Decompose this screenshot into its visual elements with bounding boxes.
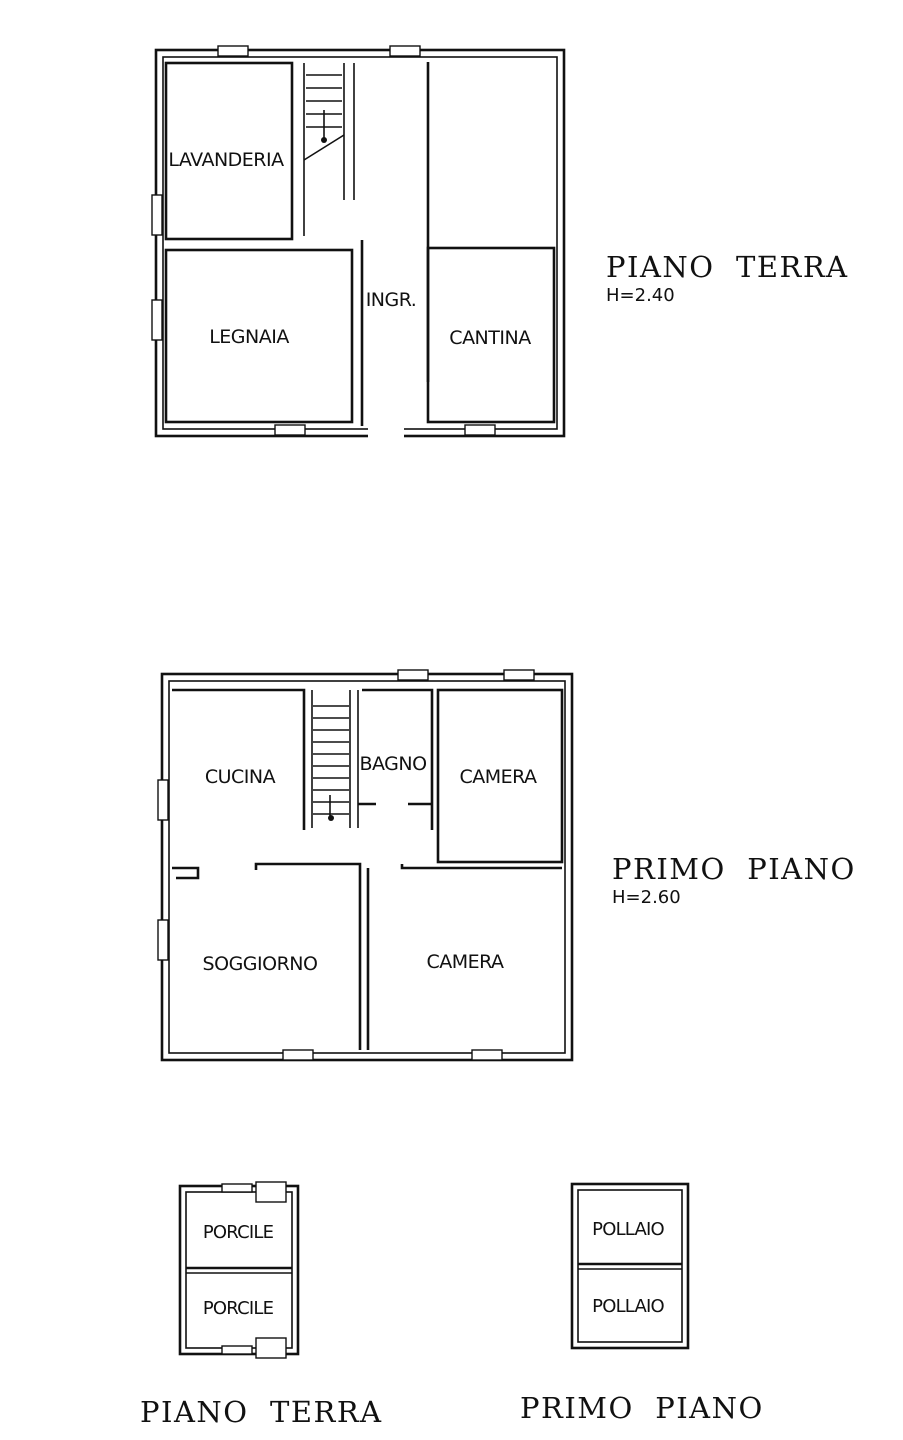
first-floor-title: PRIMO PIANO: [612, 852, 856, 886]
room-label-ingresso: INGR.: [366, 289, 417, 311]
annex-first-title: PRIMO PIANO: [520, 1391, 764, 1425]
legnaia-walls: [164, 248, 354, 424]
window: [397, 669, 429, 681]
room-label-cantina: CANTINA: [449, 327, 531, 349]
staircase: [311, 690, 359, 828]
first-floor-plan: CUCINA BAGNO CAMERA SOGGIORNO CAMERA: [157, 669, 574, 1062]
ground-floor-title: PIANO TERRA: [606, 250, 849, 284]
window: [274, 424, 306, 436]
room-label-camera-bottom: CAMERA: [426, 951, 504, 973]
annex-first-inner: [577, 1189, 683, 1343]
cantina-walls: [426, 246, 556, 424]
window: [217, 45, 249, 57]
annex-first-outer: [570, 1182, 690, 1350]
entrance-opening: [368, 426, 404, 440]
window: [157, 919, 169, 961]
ground-inner-wall: [162, 56, 558, 430]
ground-outer-wall: [154, 48, 566, 438]
window: [464, 424, 496, 436]
first-outer-wall: [160, 672, 574, 1062]
window: [151, 299, 163, 341]
ground-floor-height: H=2.40: [606, 285, 675, 306]
window: [157, 779, 169, 821]
room-label-porcile-1: PORCILE: [203, 1222, 274, 1243]
window: [471, 1049, 503, 1061]
first-floor-height: H=2.60: [612, 887, 681, 908]
room-label-camera-top: CAMERA: [459, 766, 537, 788]
annex-ground-inner: [185, 1191, 293, 1349]
vent: [255, 1181, 287, 1203]
room-label-soggiorno: SOGGIORNO: [203, 953, 318, 975]
window: [503, 669, 535, 681]
window: [221, 1183, 253, 1193]
cucina-walls: [172, 866, 200, 880]
room-label-pollaio-2: POLLAIO: [592, 1296, 664, 1317]
ground-floor-plan: LAVANDERIA INGR. LEGNAIA CANTINA: [151, 45, 566, 440]
room-label-pollaio-1: POLLAIO: [592, 1219, 664, 1240]
window: [389, 45, 421, 57]
window: [151, 194, 163, 236]
room-label-bagno: BAGNO: [359, 753, 426, 775]
cucina-walls: [172, 688, 306, 830]
room-label-lavanderia: LAVANDERIA: [168, 149, 284, 171]
annex-ground-title: PIANO TERRA: [140, 1395, 383, 1429]
room-label-cucina: CUCINA: [205, 766, 276, 788]
annex-ground-outer: [178, 1184, 300, 1356]
room-label-legnaia: LEGNAIA: [209, 326, 289, 348]
annex-first-plan: POLLAIO POLLAIO: [570, 1182, 690, 1350]
staircase: [303, 63, 355, 236]
camera-bottom-walls: [400, 864, 562, 870]
soggiorno-walls: [254, 862, 362, 1050]
first-inner-wall: [168, 680, 566, 1054]
vent: [255, 1337, 287, 1359]
lavanderia-walls: [164, 61, 294, 241]
room-label-porcile-2: PORCILE: [203, 1298, 274, 1319]
window: [282, 1049, 314, 1061]
bagno-walls: [362, 688, 434, 830]
annex-ground-plan: PORCILE PORCILE: [178, 1181, 300, 1359]
window: [221, 1345, 253, 1355]
camera-top-walls: [436, 688, 564, 864]
